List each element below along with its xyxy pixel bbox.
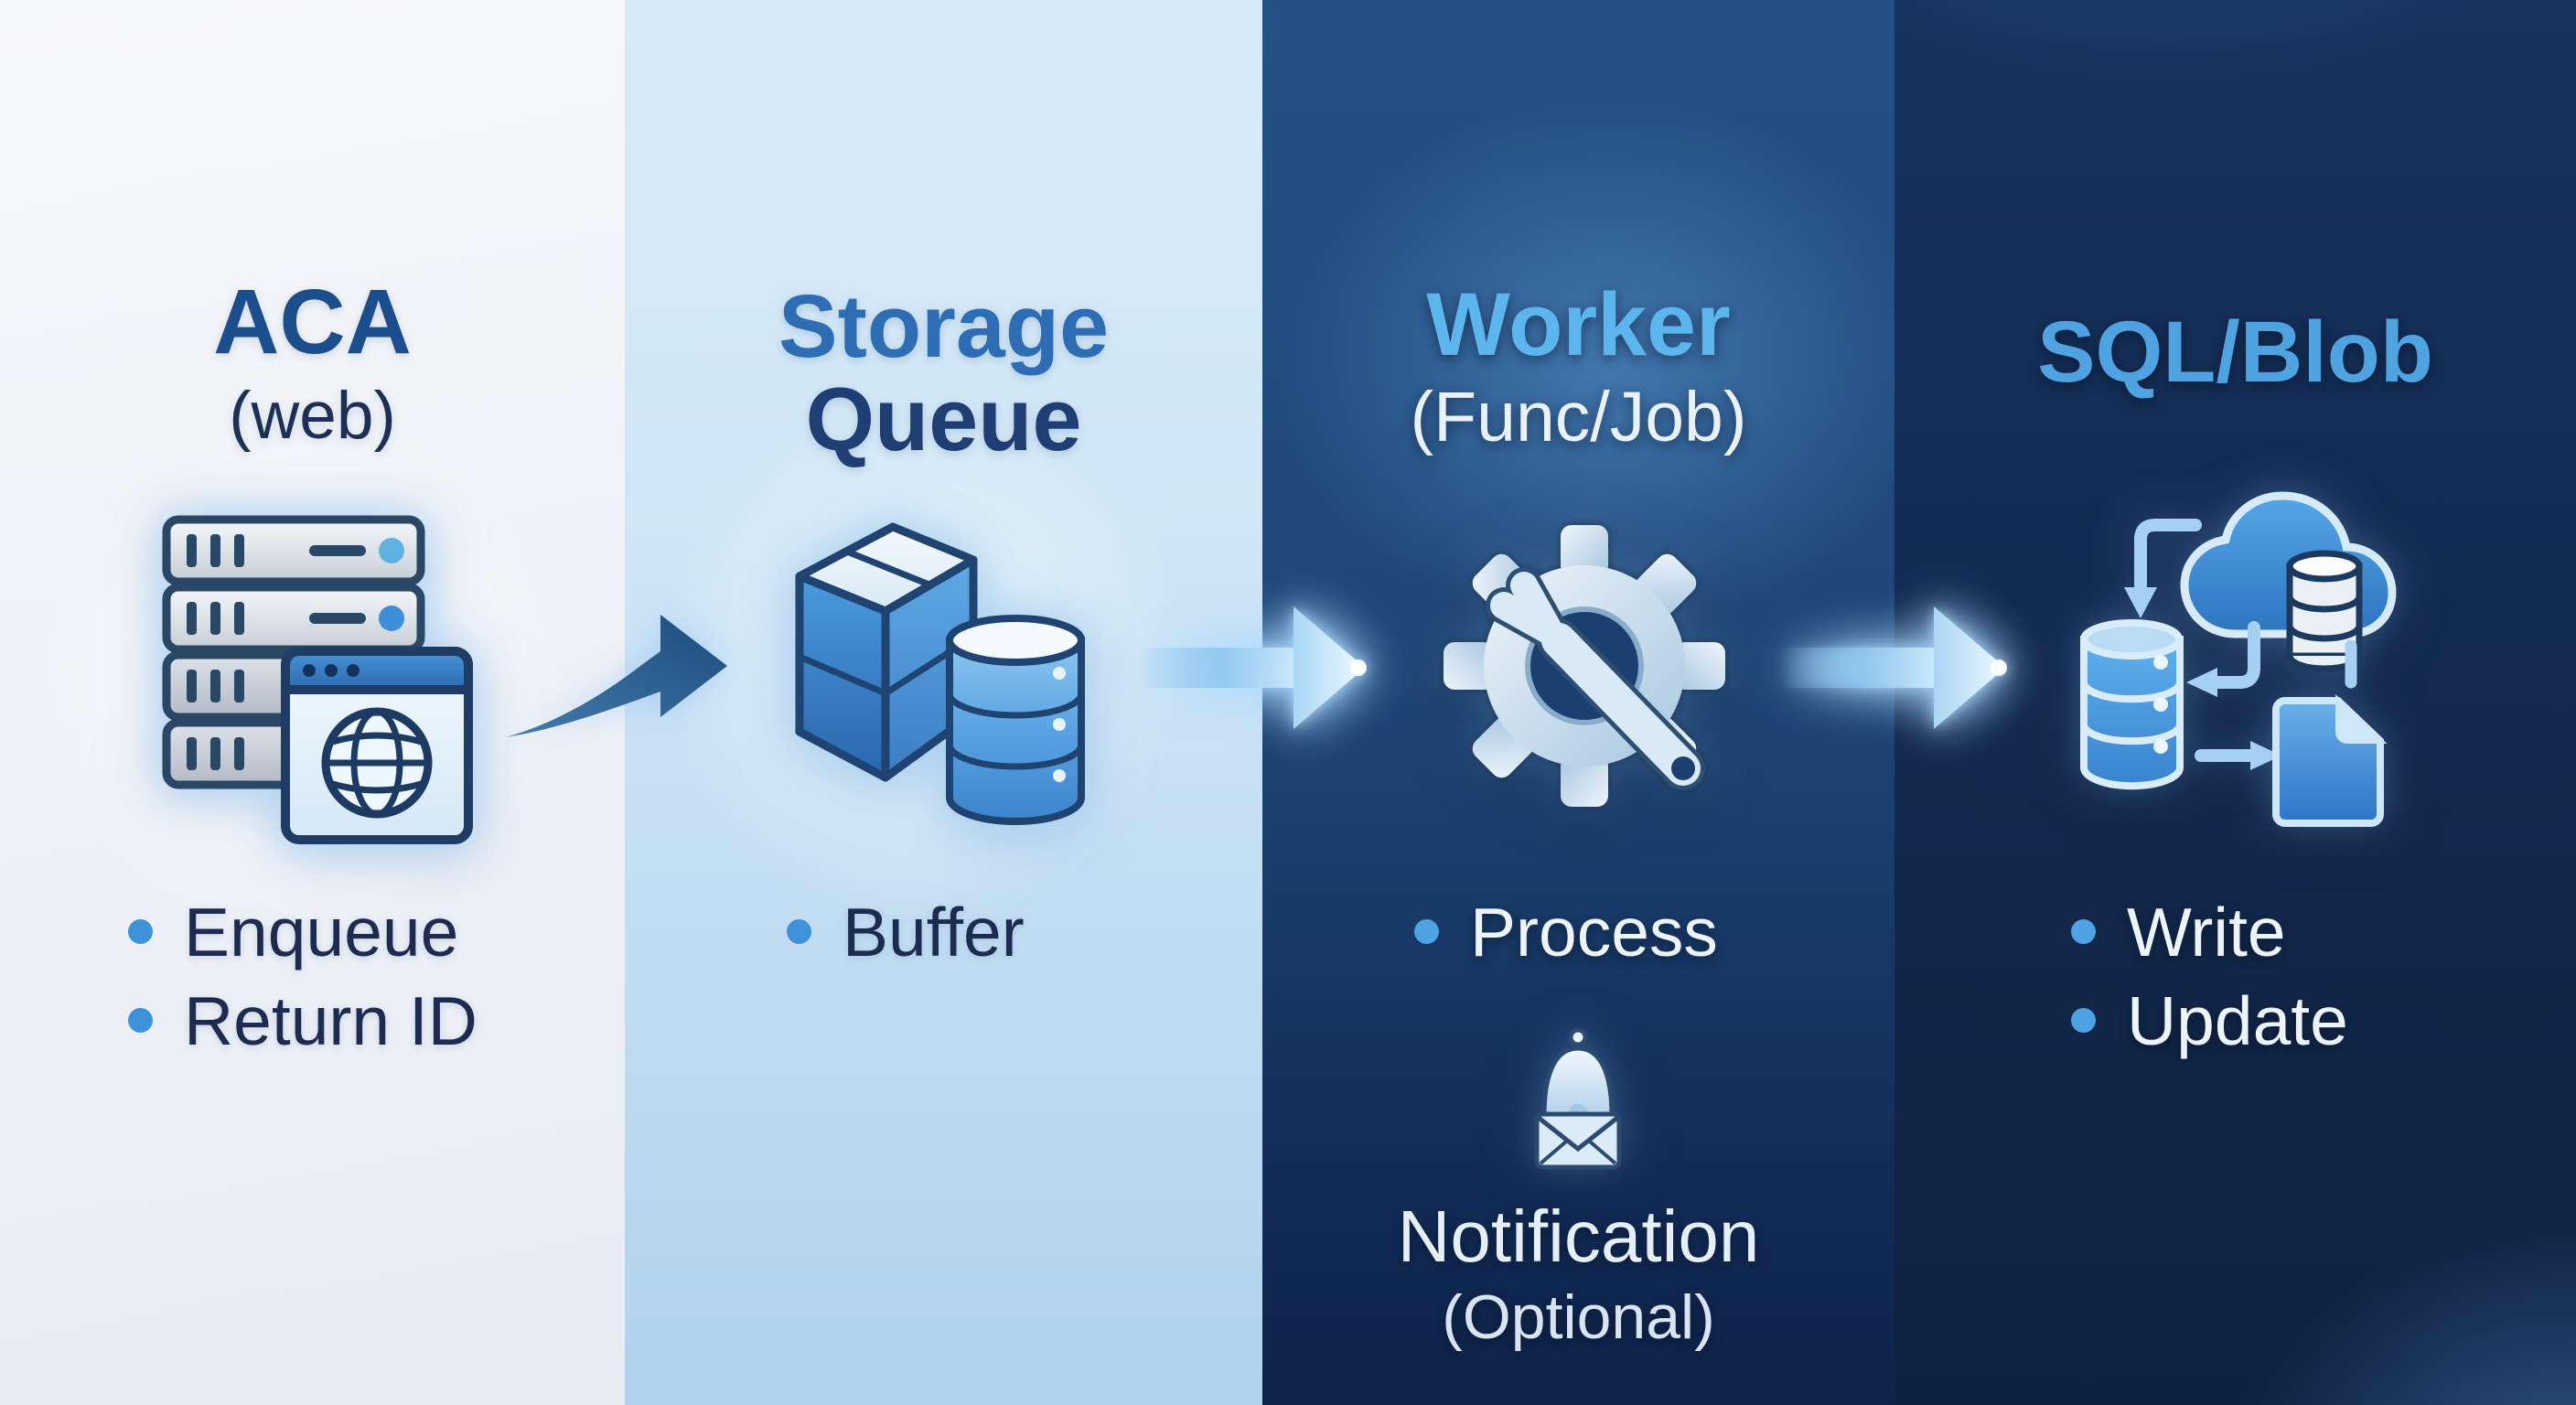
bullet-dot [2071,919,2096,944]
wrench-icon [1486,567,1705,790]
cloud-database-document-flow-icon [2080,491,2397,827]
column-title-sqlblob: SQL/Blob [2037,304,2433,401]
column-sql-blob: SQL/Blob [1894,0,2576,1405]
envelope-icon [1534,1111,1622,1170]
list-item: Enqueue [128,887,478,976]
column-subtitle-funcjob: (Func/Job) [1410,378,1747,456]
sqlblob-bullet-list: Write Update [2071,887,2348,1065]
column-title-storage: Storage [778,276,1110,376]
bullet-label: Update [2127,981,2348,1059]
column-subtitle-web: (web) [229,379,396,453]
column-title-worker: Worker [1426,274,1731,374]
gear-wrench-icon [1444,525,1725,807]
list-item: Return ID [128,976,478,1065]
arrow-left-icon [2186,621,2260,697]
sql-database-icon [2080,619,2184,790]
worker-bullet-list: Process [1414,887,1718,976]
bullet-label: Process [1470,893,1718,971]
browser-window-icon [281,647,473,844]
curved-swoosh-arrow-right-icon [506,615,727,737]
queue-bullet-list: Buffer [787,887,1025,976]
column-worker: Worker (Func/Job) [1262,0,1894,1405]
notification-label: Notification [1397,1196,1760,1277]
bell-envelope-icon [1534,1027,1622,1170]
aca-bullet-list: Enqueue Return ID [128,887,478,1065]
list-item: Buffer [787,887,1025,976]
bullet-label: Write [2127,893,2286,971]
list-item: Update [2071,976,2348,1065]
bullet-dot [128,1008,153,1033]
arrow-down-icon [2124,519,2202,618]
notification-optional-label: (Optional) [1442,1282,1715,1352]
globe-icon [321,707,433,819]
list-item: Process [1414,887,1718,976]
bullet-label: Buffer [843,893,1025,971]
bullet-dot [2071,1008,2096,1033]
column-aca: ACA (web) [0,0,625,1405]
blob-document-icon [2272,693,2388,827]
glow-arrow-right-icon [1138,606,1367,729]
server-stack-browser-globe-icon [162,515,473,844]
bullet-label: Enqueue [184,893,459,971]
column-title-queue: Queue [805,370,1082,469]
storage-box-database-icon [795,522,1085,825]
bullet-dot [1414,919,1439,944]
database-cylinder-icon [946,615,1085,825]
bullet-dot [787,919,811,944]
glow-arrow-right-icon [1778,606,2007,729]
bullet-label: Return ID [184,981,478,1059]
column-storage-queue: Storage Queue [625,0,1262,1405]
cloud-database-icon [2286,550,2363,672]
list-item: Write [2071,887,2348,976]
column-title-aca: ACA [213,271,412,373]
bullet-dot [128,919,153,944]
arrow-right-icon [2195,741,2281,770]
